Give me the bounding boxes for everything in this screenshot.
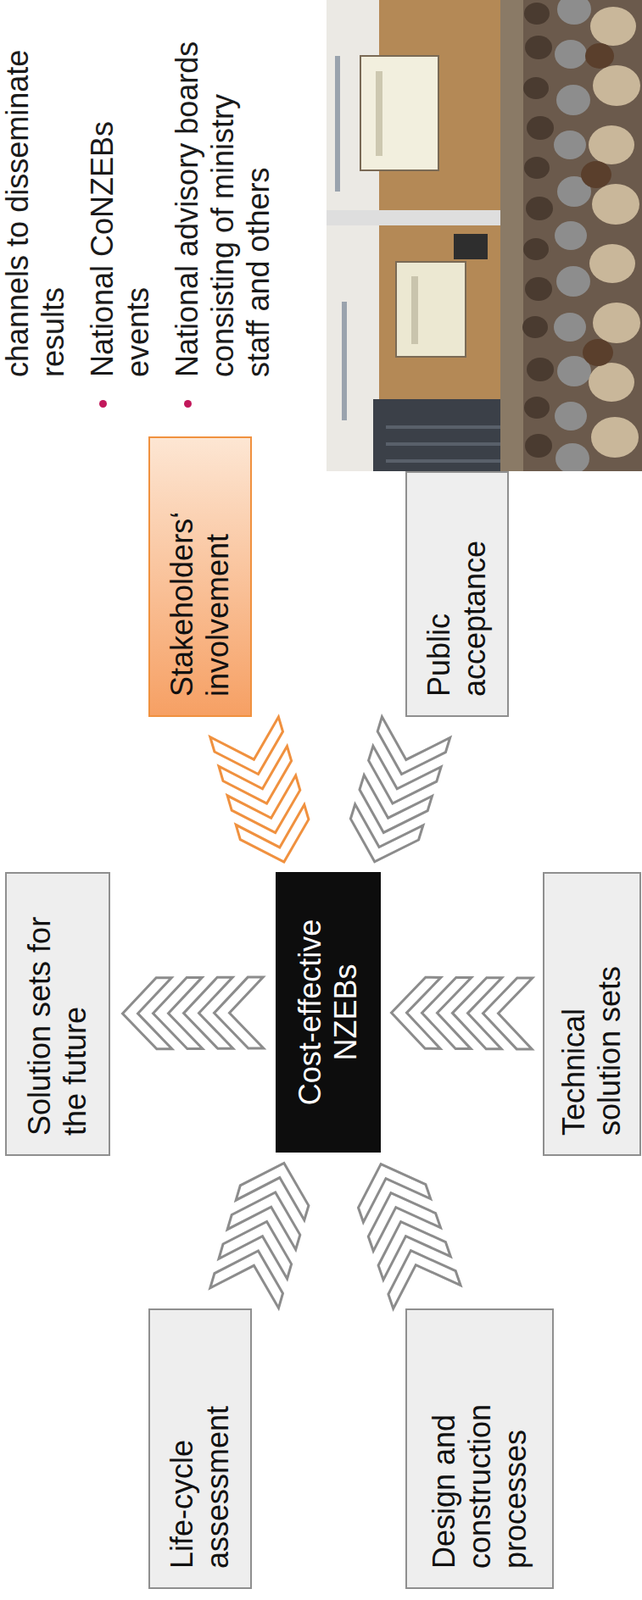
- chevron: [377, 717, 451, 776]
- topic-box: Solution sets for the future: [5, 872, 111, 1157]
- chevron-arrow: [358, 1165, 462, 1311]
- bullet-dot: [184, 400, 192, 408]
- central-box: Cost-effective NZEBs: [275, 872, 381, 1154]
- chevron: [218, 747, 292, 805]
- chevron-arrow: [122, 977, 264, 1050]
- chevron-arrow: [210, 717, 309, 863]
- chevron: [235, 805, 309, 864]
- box-label: Technical solution sets: [556, 898, 628, 1137]
- chevron: [388, 1251, 461, 1311]
- note-text: National advisory boards consisting of m…: [169, 34, 277, 378]
- topic-box: Design and construction processes: [405, 1309, 554, 1591]
- chevron: [235, 1163, 309, 1221]
- chevron: [391, 977, 442, 1050]
- chevron: [378, 1222, 451, 1282]
- chevron: [210, 1251, 284, 1310]
- chevron: [218, 1222, 292, 1280]
- box-label: Cost-effective NZEBs: [292, 891, 364, 1135]
- chevron: [210, 717, 284, 776]
- note-list: channels to disseminate resultsNational …: [0, 2, 291, 410]
- topic-box: Public acceptance: [405, 471, 509, 718]
- highlighted-box: Stakeholders‘ involvement: [148, 436, 252, 718]
- box-label: Life-cycle assessment: [164, 1334, 236, 1570]
- topic-box: Life-cycle assessment: [148, 1309, 252, 1591]
- bullet-dot: [99, 400, 107, 408]
- chevron: [227, 1193, 301, 1251]
- note-text: channels to disseminate results: [0, 34, 72, 378]
- chevron-arrow: [391, 977, 533, 1050]
- chevron-arrow: [210, 1163, 309, 1309]
- chevron: [122, 978, 173, 1050]
- topic-box: Technical solution sets: [542, 872, 642, 1157]
- chevron: [359, 775, 433, 834]
- note-text: National CoNZEBs events: [84, 34, 157, 378]
- box-label: Solution sets for the future: [22, 898, 94, 1137]
- chevron-arrow: [350, 717, 450, 863]
- chevron: [358, 1165, 431, 1224]
- chevron: [368, 1194, 441, 1253]
- note-item: channels to disseminate results: [0, 34, 72, 410]
- box-label: Design and construction processes: [426, 1334, 534, 1570]
- chevron: [350, 804, 424, 863]
- box-label: Stakeholders‘ involvement: [164, 462, 236, 698]
- box-label: Public acceptance: [421, 496, 493, 698]
- note-item: National advisory boards consisting of m…: [169, 34, 277, 410]
- chevron: [227, 775, 301, 834]
- lecture-hall-photo: [326, 0, 642, 472]
- chevron: [368, 746, 442, 804]
- note-item: National CoNZEBs events: [84, 34, 157, 410]
